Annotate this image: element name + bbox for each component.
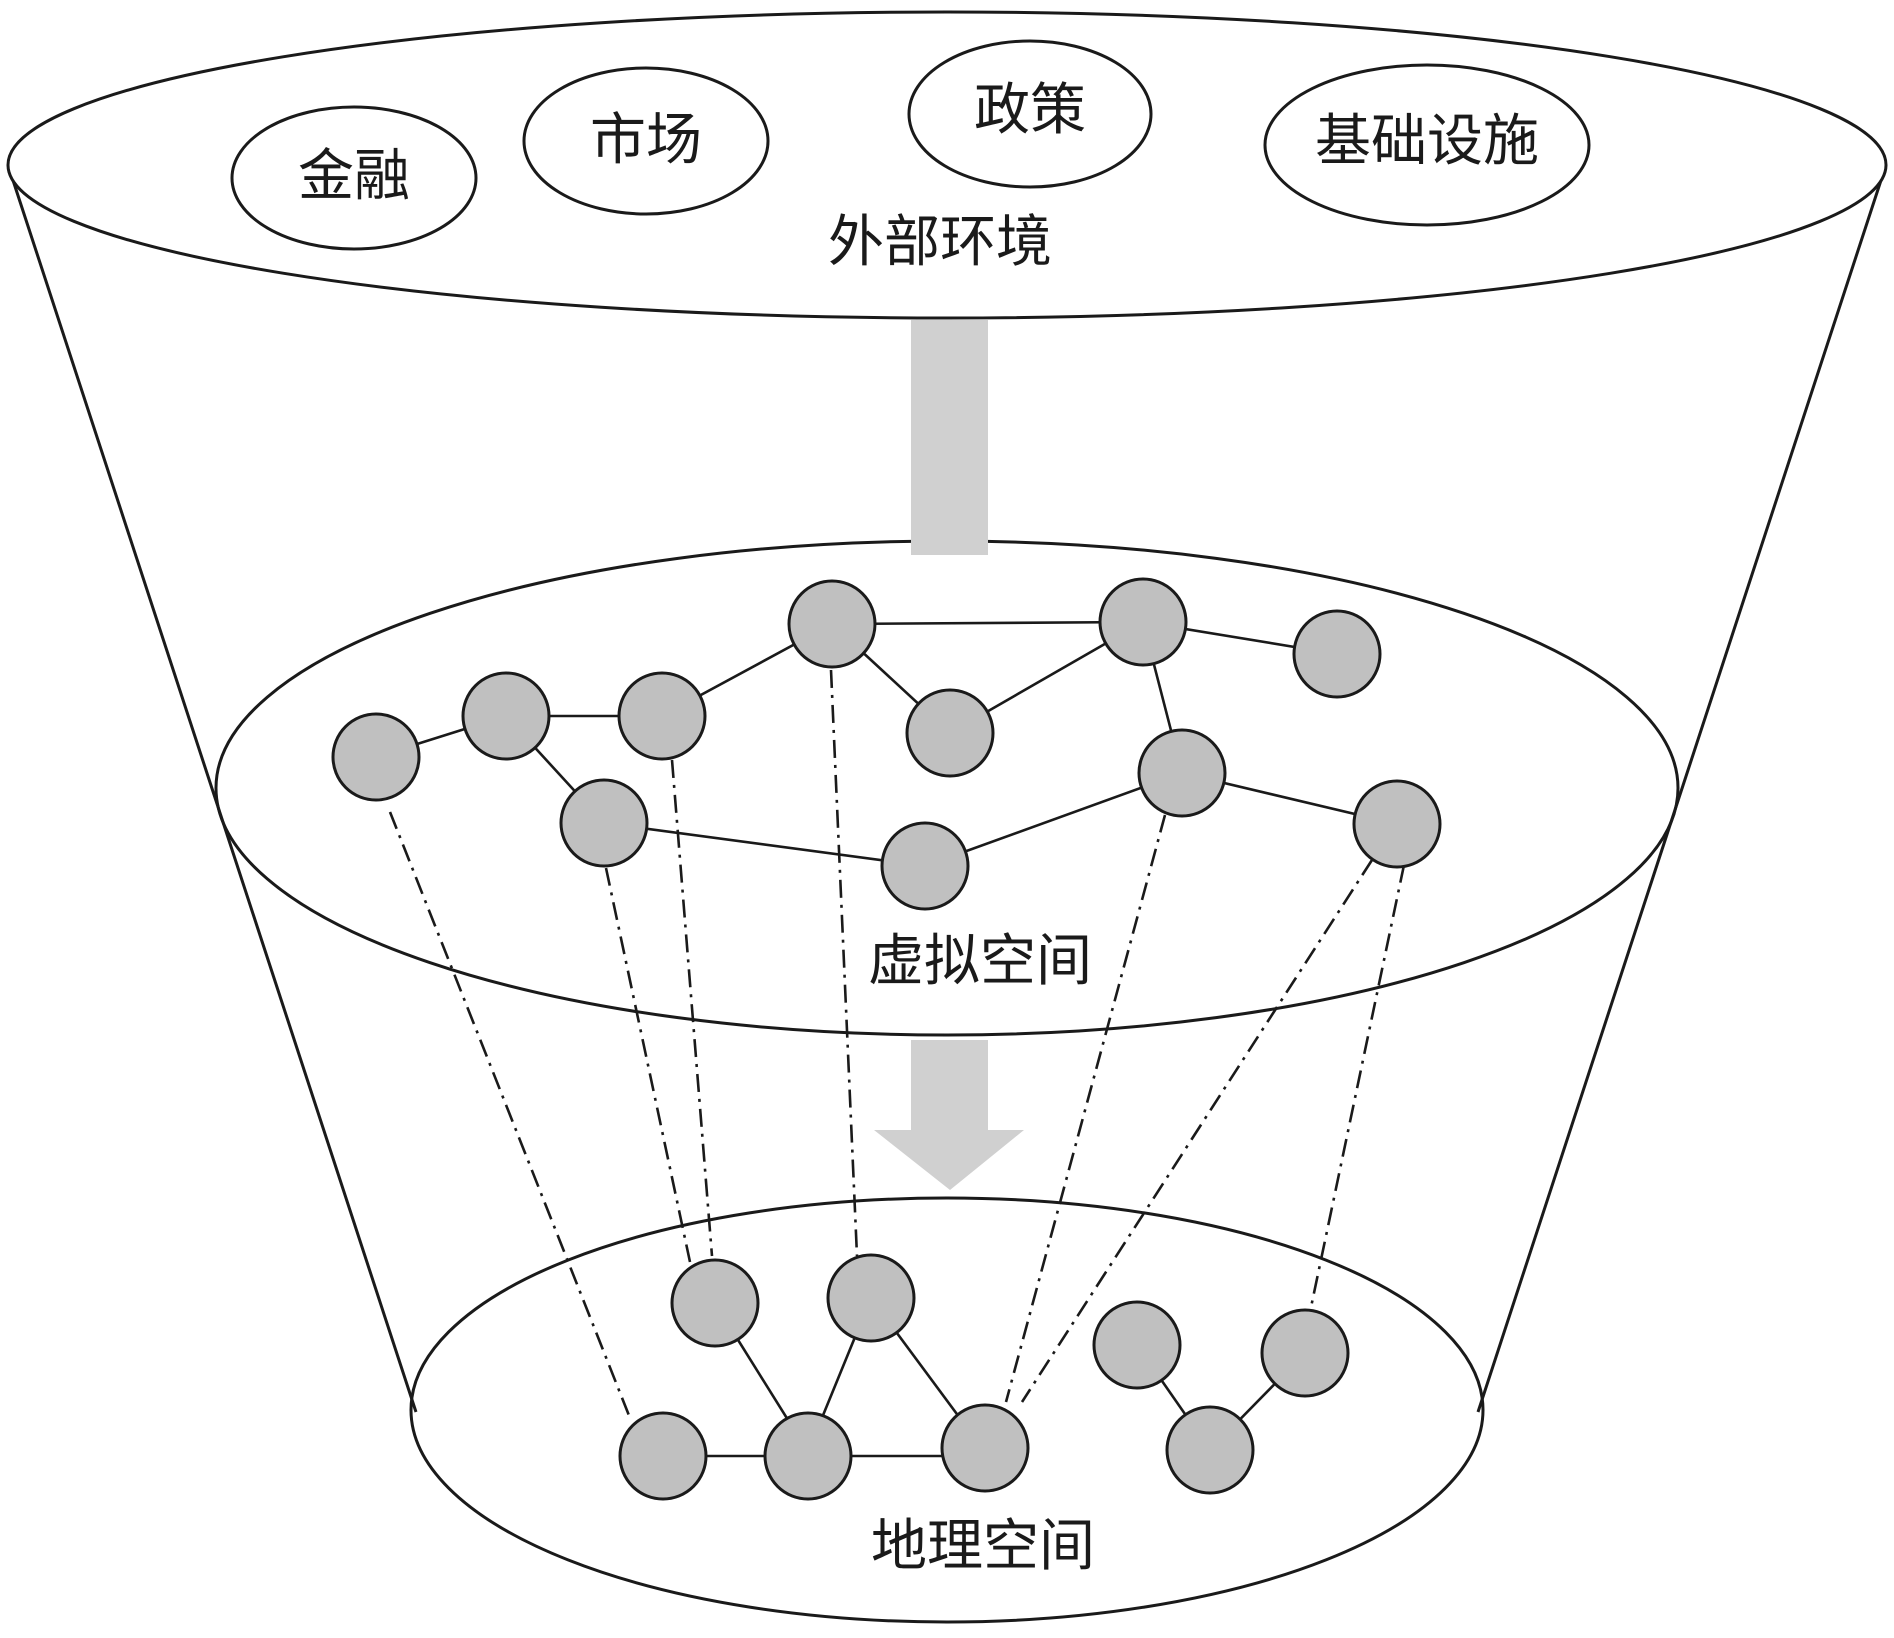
mapping-link <box>1004 814 1167 1403</box>
virtual-network-nodes <box>331 577 1442 911</box>
virtual-node <box>1352 779 1442 869</box>
factor-market-label: 市场 <box>590 108 702 173</box>
virtual-node <box>461 671 551 761</box>
virtual-node <box>331 712 421 802</box>
geographic-node <box>826 1253 916 1343</box>
upper-arrow-shaft <box>911 320 988 555</box>
mapping-link <box>1308 864 1406 1313</box>
geographic-node <box>670 1258 760 1348</box>
virtual-node <box>617 671 707 761</box>
mapping-link <box>388 811 632 1419</box>
geographic-node <box>940 1403 1030 1493</box>
virtual-node <box>1098 577 1188 667</box>
geographic-space-ellipse <box>409 1196 1485 1624</box>
factor-policy-ellipse <box>907 39 1153 189</box>
virtual-node <box>880 821 970 911</box>
factor-infrastructure-ellipse <box>1263 63 1591 227</box>
external-factors <box>230 39 1591 251</box>
geographic-node <box>1092 1300 1182 1390</box>
virtual-node <box>1292 609 1382 699</box>
factor-policy-label: 政策 <box>974 78 1086 143</box>
mapping-link <box>604 867 692 1263</box>
virtual-space-label: 虚拟空间 <box>868 929 1092 994</box>
geographic-node <box>1165 1405 1255 1495</box>
mapping-link <box>1020 859 1374 1403</box>
virtual-node <box>559 778 649 868</box>
geographic-node <box>1260 1308 1350 1398</box>
external-environment-label: 外部环境 <box>828 210 1052 275</box>
factor-finance-ellipse <box>230 105 478 251</box>
factor-infrastructure-label: 基础设施 <box>1315 109 1539 174</box>
mapping-link <box>829 669 859 1257</box>
factor-market-ellipse <box>522 66 770 216</box>
funnel-right-wall <box>1476 164 1888 1413</box>
lower-arrow <box>874 1040 1024 1190</box>
geographic-node <box>763 1411 853 1501</box>
funnel-left-wall <box>6 164 418 1413</box>
geographic-node <box>618 1411 708 1501</box>
mapping-link <box>670 759 714 1257</box>
virtual-node <box>1137 728 1227 818</box>
virtual-edge <box>831 620 1144 626</box>
funnel-walls <box>6 164 1888 1413</box>
geographic-space-label: 地理空间 <box>871 1514 1095 1579</box>
virtual-edge <box>924 771 1183 868</box>
geographic-network-nodes <box>618 1253 1350 1501</box>
factor-finance-label: 金融 <box>298 144 410 209</box>
virtual-edge <box>603 821 926 868</box>
virtual-node <box>787 579 877 669</box>
mapping-links <box>388 669 1406 1419</box>
virtual-node <box>905 688 995 778</box>
